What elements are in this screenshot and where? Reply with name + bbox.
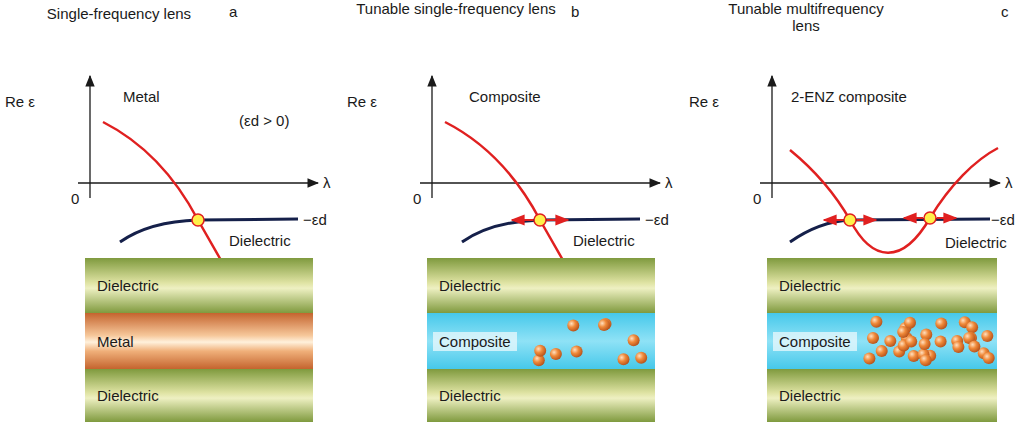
curve-label: Metal xyxy=(122,88,161,105)
condition-note: (εd > 0) xyxy=(238,112,290,129)
dielectric-layer: Dielectric xyxy=(427,369,655,422)
axis-label: Re ε xyxy=(4,93,36,110)
curve-label: Dielectric xyxy=(944,234,1008,251)
panel-a-plot xyxy=(78,76,318,262)
layer-label: Dielectric xyxy=(91,386,165,405)
level-label: −εd xyxy=(990,211,1016,228)
panel-letter: a xyxy=(228,3,238,20)
panel-title: Tunable multifrequency lens xyxy=(715,0,897,34)
layer-label: Dielectric xyxy=(433,276,507,295)
dielectric-layer: Dielectric xyxy=(427,258,655,313)
dielectric-layer: Dielectric xyxy=(85,258,313,313)
layer-label: Dielectric xyxy=(773,386,847,405)
panel-title: Tunable single-frequency lens xyxy=(355,0,557,17)
layer-label: Dielectric xyxy=(91,276,165,295)
axis-label: λ xyxy=(322,174,332,191)
curve-label: Composite xyxy=(468,88,542,105)
level-label: −εd xyxy=(302,211,328,228)
axis-label: λ xyxy=(664,174,674,191)
layer-label: Composite xyxy=(433,332,517,351)
level-label: −εd xyxy=(644,211,670,228)
panel-b-plot xyxy=(420,76,660,262)
origin-label: 0 xyxy=(70,190,80,207)
dielectric-layer: Dielectric xyxy=(85,369,313,422)
origin-label: 0 xyxy=(752,190,762,207)
axis-label: λ xyxy=(1004,174,1014,191)
layer-label: Dielectric xyxy=(433,386,507,405)
dielectric-layer: Dielectric xyxy=(767,369,997,422)
dielectric-layer: Dielectric xyxy=(767,258,997,313)
curve-label: 2-ENZ composite xyxy=(790,88,908,105)
metal-layer: Metal xyxy=(85,313,313,369)
composite-layer: Composite xyxy=(767,313,997,369)
panel-letter: c xyxy=(1000,3,1010,20)
curve-label: Dielectric xyxy=(228,232,292,249)
layer-label: Metal xyxy=(91,332,140,351)
panel-letter: b xyxy=(570,3,580,20)
axis-label: Re ε xyxy=(688,93,720,110)
layer-label: Composite xyxy=(773,332,857,351)
curve-label: Dielectric xyxy=(572,232,636,249)
panel-title: Single-frequency lens xyxy=(3,5,235,22)
composite-layer: Composite xyxy=(427,313,655,369)
origin-label: 0 xyxy=(412,190,422,207)
layer-label: Dielectric xyxy=(773,276,847,295)
panel-c-plot xyxy=(760,76,1000,253)
axis-label: Re ε xyxy=(346,93,378,110)
